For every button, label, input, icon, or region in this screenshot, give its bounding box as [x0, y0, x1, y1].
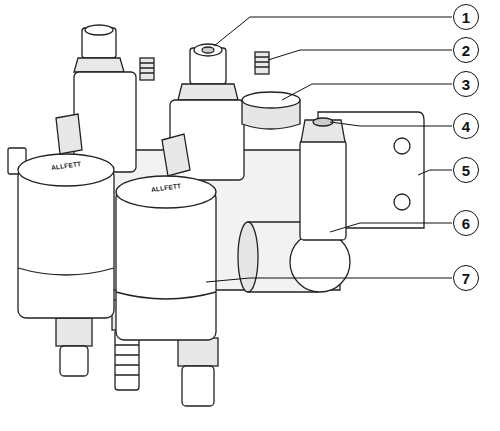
callout-circle: 3: [453, 71, 479, 97]
callout-number: 7: [462, 271, 470, 286]
callout-number: 2: [462, 43, 470, 58]
housing-seam: [116, 292, 216, 299]
knob-top: [18, 154, 114, 186]
callout-circle: 7: [453, 265, 479, 291]
hex-nut: [74, 58, 124, 72]
fitting-body: [300, 140, 346, 240]
pressure-cap-top: [242, 92, 300, 108]
leader-lines: [206, 17, 452, 282]
hex-nut: [178, 84, 238, 100]
valve-housing: [18, 168, 114, 318]
callout-circle: 4: [453, 113, 479, 139]
bottom-fitting: [60, 346, 88, 376]
callout-circle: 1: [453, 4, 479, 30]
fitting-bore: [202, 47, 214, 53]
housing-seam: [18, 268, 114, 275]
pipe-flange: [238, 222, 258, 292]
valve-housing: [116, 190, 216, 340]
elbow: [290, 232, 350, 292]
fitting-top: [194, 44, 222, 56]
callout-number: 6: [462, 216, 470, 231]
callout-number: 3: [462, 77, 470, 92]
bottom-fitting: [182, 366, 214, 406]
callout-number: 1: [462, 10, 470, 25]
lever: [56, 114, 82, 154]
fitting-top: [85, 25, 113, 35]
callout-number: 5: [462, 163, 470, 178]
lever: [162, 134, 190, 176]
bracket-hole: [394, 194, 410, 210]
callout-circle: 2: [453, 37, 479, 63]
callout-circle: 6: [453, 210, 479, 236]
bracket-hole: [394, 138, 410, 154]
thread: [115, 345, 139, 375]
bottom-nut: [178, 338, 218, 366]
knob-top: [116, 176, 216, 208]
callout-circle: 5: [453, 157, 479, 183]
bottom-nut: [56, 318, 92, 346]
grease-nipple: [140, 58, 154, 80]
callout-number: 4: [462, 119, 470, 134]
grease-nipple: [255, 52, 269, 74]
